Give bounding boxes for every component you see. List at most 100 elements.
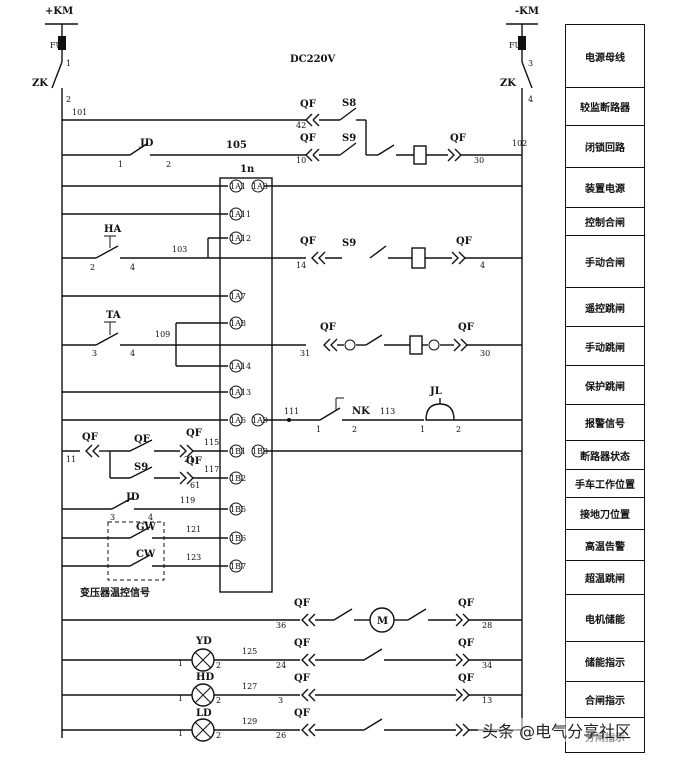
svg-text:129: 129 [242, 717, 257, 726]
jl-bell [425, 403, 455, 421]
svg-text:121: 121 [186, 525, 201, 534]
svg-text:HA: HA [104, 224, 121, 235]
pos-fuse-label: FU [50, 41, 63, 50]
svg-text:HD: HD [196, 672, 214, 683]
svg-text:S9: S9 [134, 462, 148, 473]
svg-text:127: 127 [242, 682, 257, 691]
svg-text:M: M [377, 616, 388, 627]
svg-text:1A1: 1A1 [230, 182, 246, 191]
svg-text:113: 113 [380, 407, 395, 416]
svg-text:LD: LD [196, 708, 212, 719]
svg-text:1A3: 1A3 [252, 182, 268, 191]
svg-text:QF: QF [294, 638, 310, 649]
svg-text:10: 10 [296, 156, 306, 165]
svg-text:26: 26 [276, 731, 286, 740]
pos-zk-switch [51, 61, 63, 89]
function-label: 电源母线 [585, 52, 625, 64]
svg-text:1B2: 1B2 [230, 474, 246, 483]
svg-text:ZK: ZK [500, 78, 516, 89]
svg-text:31: 31 [300, 349, 310, 358]
svg-text:28: 28 [482, 621, 492, 630]
jd-aux-contact [111, 497, 133, 510]
svg-text:QF: QF [450, 133, 466, 144]
svg-text:QF: QF [458, 322, 474, 333]
function-label: 闭锁回路 [566, 125, 644, 167]
svg-text:1B5: 1B5 [230, 505, 246, 514]
s8-switch [339, 107, 357, 121]
function-label: 手动合闸 [566, 235, 644, 287]
svg-text:13: 13 [482, 696, 492, 705]
function-label: 断路器状态 [566, 440, 644, 469]
svg-text:123: 123 [186, 553, 201, 562]
svg-text:102: 102 [512, 139, 527, 148]
svg-text:14: 14 [296, 261, 306, 270]
cw-contact [129, 554, 151, 567]
svg-text:1A12: 1A12 [230, 234, 251, 243]
svg-text:1: 1 [178, 729, 183, 738]
svg-text:103: 103 [172, 245, 187, 254]
svg-text:QF: QF [186, 456, 202, 467]
svg-text:JL: JL [429, 386, 442, 397]
svg-text:CW: CW [136, 549, 156, 560]
function-label: 手车工作位置 [566, 469, 644, 497]
function-label: 合闸指示 [566, 681, 644, 717]
svg-text:11: 11 [66, 455, 76, 464]
function-label: 接地刀位置 [566, 497, 644, 529]
svg-text:QF: QF [456, 236, 472, 247]
neg-bus-label: -KM [515, 6, 539, 17]
svg-text:2: 2 [90, 263, 95, 272]
pos-zk-label: ZK [32, 78, 48, 89]
svg-text:S9: S9 [342, 238, 356, 249]
svg-text:1B1: 1B1 [230, 447, 246, 456]
terminal-block-1n [219, 177, 273, 593]
function-label: 保护跳闸 [566, 365, 644, 404]
svg-text:S9: S9 [342, 133, 356, 144]
gw-contact [129, 526, 151, 539]
svg-text:JD: JD [139, 138, 154, 149]
svg-text:1: 1 [178, 659, 183, 668]
svg-text:1A13: 1A13 [230, 388, 251, 397]
svg-text:125: 125 [242, 647, 257, 656]
neg-fuse [518, 36, 526, 50]
svg-text:1: 1 [118, 160, 123, 169]
svg-text:3: 3 [110, 513, 115, 522]
jd-contact [129, 142, 149, 156]
pos-bus-label: +KM [45, 6, 73, 17]
svg-text:1B3: 1B3 [252, 447, 268, 456]
svg-text:119: 119 [180, 496, 195, 505]
svg-text:1: 1 [66, 59, 71, 68]
svg-text:1A8: 1A8 [230, 319, 246, 328]
ta-button [95, 332, 119, 346]
s9-switch [339, 142, 357, 156]
svg-text:61: 61 [190, 481, 200, 490]
svg-text:QF: QF [300, 133, 316, 144]
svg-text:4: 4 [528, 95, 533, 104]
svg-text:21: 21 [184, 455, 194, 464]
function-label: 遥控跳闸 [566, 287, 644, 326]
svg-text:101: 101 [72, 108, 87, 117]
neg-zk-switch [521, 61, 533, 89]
svg-text:2: 2 [166, 160, 171, 169]
qf-contact-42 [305, 113, 320, 127]
svg-text:QF: QF [300, 99, 316, 110]
function-label: 电机储能 [566, 594, 644, 641]
svg-text:变压器温控信号: 变压器温控信号 [80, 586, 150, 599]
svg-text:1: 1 [178, 694, 183, 703]
svg-text:1n: 1n [240, 164, 255, 175]
svg-text:36: 36 [276, 621, 286, 630]
function-label-panel: 电源母线较监断路器闭锁回路装置电源控制合闸手动合闸遥控跳闸手动跳闸保护跳闸报警信… [565, 24, 645, 753]
svg-text:S8: S8 [342, 98, 356, 109]
svg-text:42: 42 [296, 121, 306, 130]
svg-text:4: 4 [148, 513, 153, 522]
function-label: 较监断路器 [566, 87, 644, 125]
function-label: 高温告警 [566, 529, 644, 560]
svg-text:QF: QF [134, 434, 150, 445]
function-label: 装置电源 [566, 167, 644, 207]
svg-text:3: 3 [528, 59, 533, 68]
svg-text:1A7: 1A7 [230, 292, 246, 301]
svg-text:2: 2 [216, 696, 221, 705]
svg-text:1A11: 1A11 [230, 210, 251, 219]
function-label: 手动跳闸 [566, 326, 644, 365]
svg-text:QF: QF [300, 236, 316, 247]
svg-text:YD: YD [195, 636, 212, 647]
